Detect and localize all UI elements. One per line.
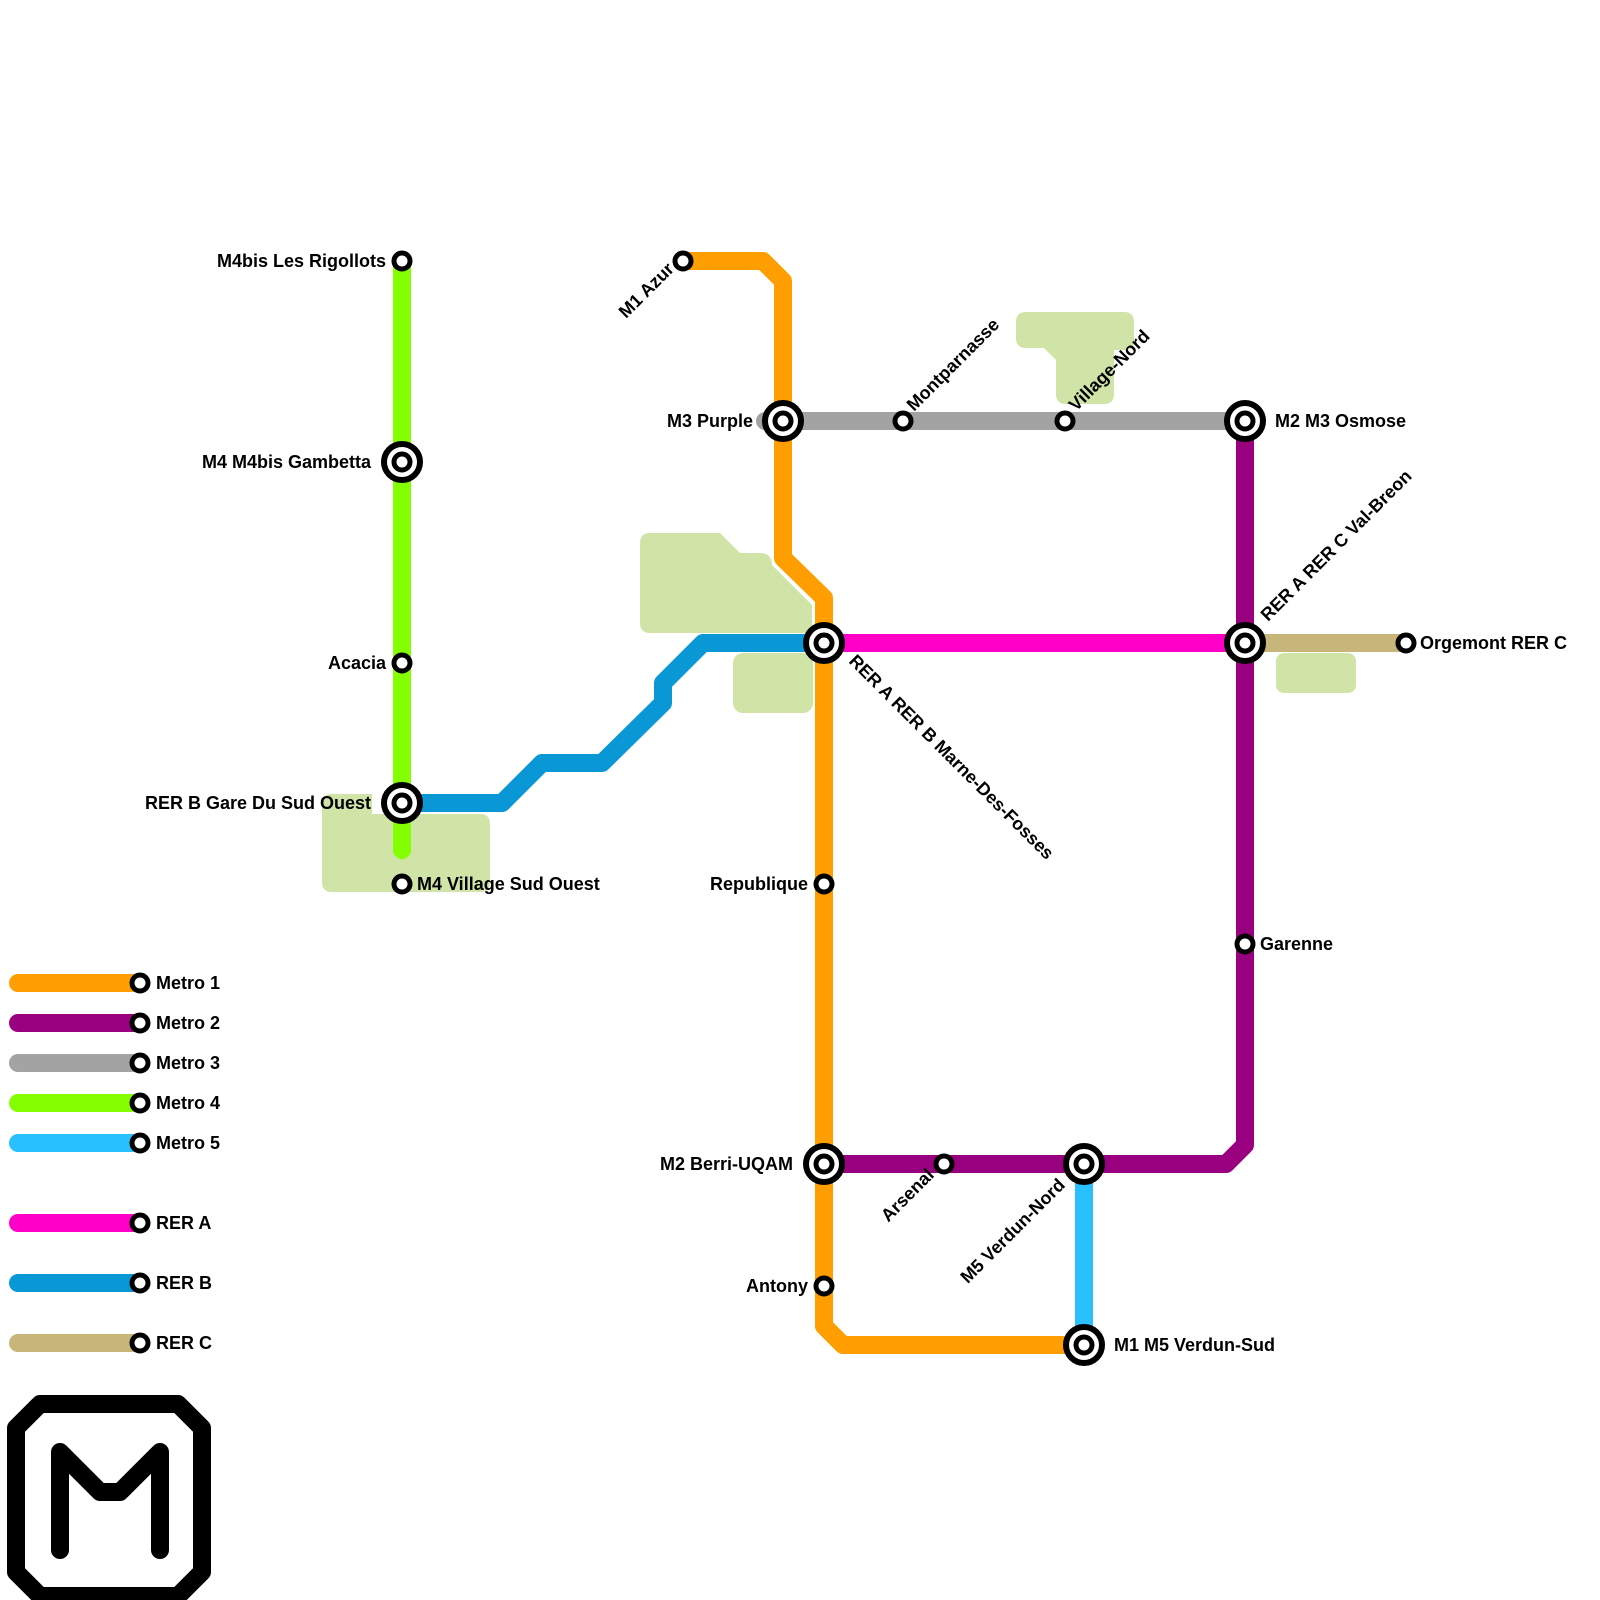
station-label: M3 Purple [667, 411, 753, 431]
legend-label: RER C [156, 1333, 212, 1353]
legend-station [129, 1092, 151, 1114]
metro-m-logo-icon [7, 1395, 211, 1600]
line-metro-1 [674, 252, 1093, 1354]
station[interactable] [1054, 410, 1076, 432]
legend-label: Metro 1 [156, 973, 220, 993]
station-label: RER B Gare Du Sud Ouest [145, 793, 371, 813]
legend-label: Metro 5 [156, 1133, 220, 1153]
station[interactable] [391, 873, 413, 895]
station-interchange[interactable] [803, 622, 845, 664]
station[interactable] [813, 873, 835, 895]
station-label: RER A RER C Val-Breon [1257, 466, 1416, 625]
station-label: M2 Berri-UQAM [660, 1154, 793, 1174]
legend-label: Metro 2 [156, 1013, 220, 1033]
station-label: RER A RER B Marne-Des-Fosses [845, 651, 1058, 864]
park [1276, 653, 1356, 693]
station[interactable] [391, 652, 413, 674]
legend-station [129, 1132, 151, 1154]
legend-station [129, 1052, 151, 1074]
station[interactable] [892, 410, 914, 432]
line-metro-4-end [393, 850, 411, 860]
legend-label: Metro 4 [156, 1093, 220, 1113]
station-label: M4 M4bis Gambetta [202, 452, 372, 472]
station-label: M5 Verdun-Nord [956, 1175, 1068, 1287]
park [733, 653, 813, 713]
legend-label: Metro 3 [156, 1053, 220, 1073]
legend-station [129, 1332, 151, 1354]
legend-label: RER B [156, 1273, 212, 1293]
station-label: M1 M5 Verdun-Sud [1114, 1335, 1275, 1355]
station-interchange[interactable] [1063, 1143, 1105, 1185]
legend-station [129, 972, 151, 994]
station[interactable] [813, 1275, 835, 1297]
station[interactable] [672, 250, 694, 272]
station[interactable] [391, 250, 413, 272]
station-interchange[interactable] [1224, 400, 1266, 442]
legend-station [129, 1272, 151, 1294]
line-rer-b [393, 634, 833, 812]
interchanges [381, 400, 1266, 1366]
station[interactable] [933, 1153, 955, 1175]
station[interactable] [1395, 632, 1417, 654]
station-label: M1 Azur [615, 259, 678, 322]
station-label: Orgemont RER C [1420, 633, 1567, 653]
station-interchange[interactable] [803, 1143, 845, 1185]
station-label: M2 M3 Osmose [1275, 411, 1406, 431]
station-label: M4bis Les Rigollots [217, 251, 386, 271]
station-interchange[interactable] [381, 441, 423, 483]
legend-station [129, 1212, 151, 1234]
station-label: Arsenal [877, 1165, 938, 1226]
line-metro-2 [815, 412, 1254, 1173]
station-label: Acacia [328, 653, 387, 673]
stations [391, 250, 1417, 1297]
station-label: Antony [746, 1276, 808, 1296]
park [640, 533, 812, 633]
park [1016, 312, 1134, 404]
station-interchange[interactable] [1063, 1324, 1105, 1366]
station-label: Republique [710, 874, 808, 894]
legend-station [129, 1012, 151, 1034]
station[interactable] [1234, 933, 1256, 955]
station-interchange[interactable] [762, 400, 804, 442]
station-label: Montparnasse [903, 314, 1003, 414]
station-label: Garenne [1260, 934, 1333, 954]
station-interchange[interactable] [1224, 622, 1266, 664]
legend: Metro 1 Metro 2 Metro 3 Metro 4 Metro 5 … [9, 972, 220, 1354]
legend-stations [129, 972, 151, 1354]
station-label: M4 Village Sud Ouest [417, 874, 600, 894]
legend-label: RER A [156, 1213, 211, 1233]
station-interchange[interactable] [381, 782, 423, 824]
